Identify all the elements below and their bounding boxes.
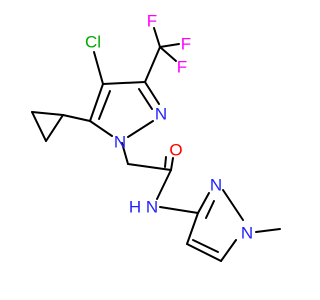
atom-n-pyrazole-methyl: N — [241, 224, 253, 243]
atom-n-amide: N — [146, 198, 158, 217]
bond-c4-cl — [93, 51, 104, 85]
bond-n2-n1 — [127, 120, 154, 138]
bond-ch2-co — [127, 163, 172, 171]
bonds — [31, 27, 281, 262]
bond-c3p-n2p — [197, 192, 210, 214]
bond-cf3-f-right — [159, 43, 180, 48]
bond-c3-cf3 — [144, 46, 161, 83]
bond-n1p-c5p — [220, 239, 237, 262]
structure-diagram: Cl F F F N N O N H N N — [31, 12, 281, 262]
atom-f-lower: F — [177, 58, 187, 77]
bond-n2p-n1p — [222, 189, 244, 221]
bond-cf3-f-top — [153, 27, 161, 48]
atom-h-amide: H — [129, 198, 141, 217]
bond-c3-n2-double — [138, 88, 153, 110]
bond-c4-c5 — [89, 83, 104, 122]
bond-co-o-double — [164, 156, 167, 168]
atom-n-pyrazole-upper: N — [210, 176, 222, 195]
bond-c5-cyclopropyl — [62, 114, 91, 122]
atom-f-right: F — [181, 35, 191, 54]
bond-cp-b — [45, 114, 64, 142]
bond-c4p-c3p — [186, 212, 199, 245]
molecule-canvas: Cl F F F N N O N H N N — [31, 12, 281, 262]
atom-n-ring-lower: N — [114, 133, 126, 152]
bond-n1-ch2 — [121, 142, 129, 165]
bond-n1p-methyl — [255, 228, 281, 233]
bond-co-nh — [156, 169, 172, 200]
atom-cl: Cl — [85, 33, 101, 52]
bond-cp-a — [31, 111, 64, 116]
atom-f-top: F — [147, 12, 157, 31]
bond-c3-n2 — [144, 81, 160, 105]
bond-c4-c3 — [102, 81, 146, 85]
atom-n-ring-upper: N — [155, 105, 167, 124]
bond-c5p-c4p-double — [192, 239, 219, 253]
atom-labels: Cl F F F N N O N H N N — [85, 12, 253, 243]
bond-c3p-n2p-double — [205, 200, 215, 219]
bond-cp-c — [31, 111, 47, 142]
bond-c4-c5-double — [98, 90, 111, 120]
bond-cf3-f-lower — [159, 46, 177, 62]
bond-n1-c5 — [89, 120, 113, 137]
atom-o-carbonyl: O — [169, 141, 182, 160]
bond-c5p-c4p — [186, 243, 222, 262]
bond-co-o — [170, 157, 174, 171]
bond-nh-c3p — [159, 206, 199, 214]
